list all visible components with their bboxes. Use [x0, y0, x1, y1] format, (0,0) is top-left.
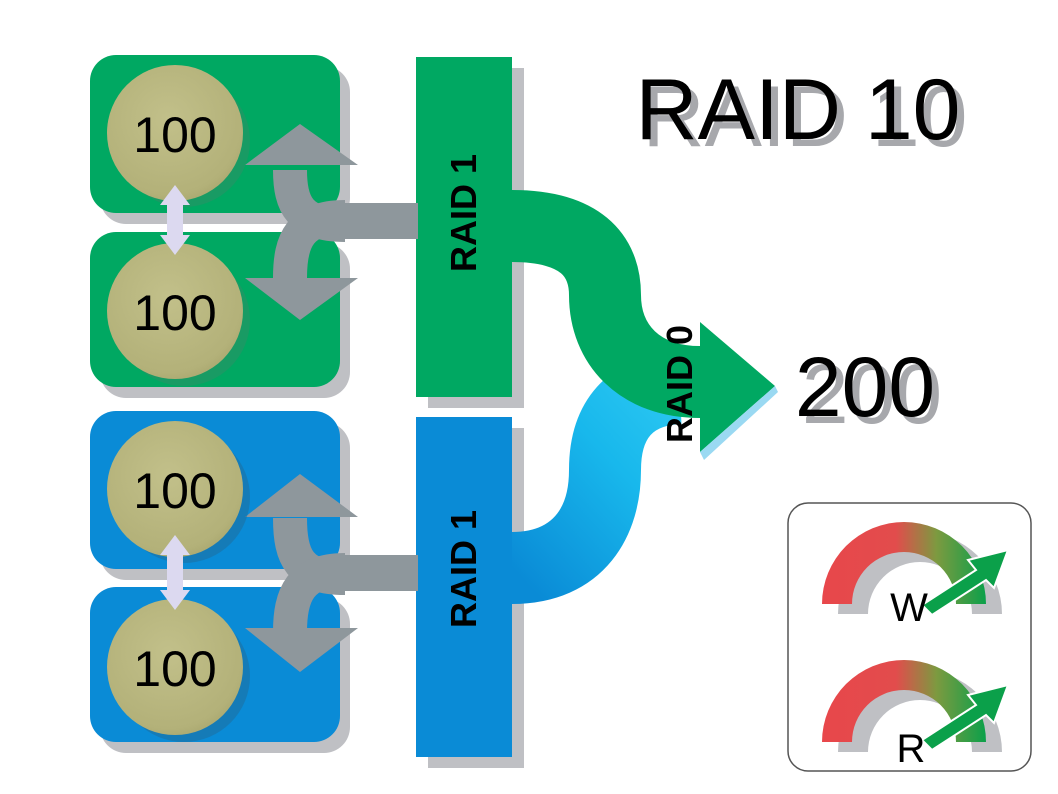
raid1-label-bottom: RAID 1 — [443, 510, 484, 628]
blue-flow — [510, 352, 684, 604]
disk-capacity-label: 100 — [133, 641, 216, 697]
write-gauge-arc — [822, 522, 986, 604]
raid1-label-top: RAID 1 — [443, 154, 484, 272]
result-capacity: 200 — [795, 340, 935, 434]
svg-text:200: 200 — [802, 347, 942, 441]
svg-text:RAID 10: RAID 10 — [642, 69, 967, 165]
disk: 100 — [107, 65, 250, 207]
disk-capacity-label: 100 — [133, 285, 216, 341]
green-flow — [510, 190, 702, 418]
read-gauge: R — [822, 660, 1010, 771]
mirror-arrow-top — [160, 185, 190, 255]
mirror-arrow-bottom — [160, 535, 190, 610]
fork-arrow-bottom — [245, 474, 418, 672]
disk-capacity-label: 100 — [133, 107, 216, 163]
trend-up-arrow-icon — [920, 548, 1010, 617]
disk-capacity-label: 100 — [133, 463, 216, 519]
read-gauge-arc — [822, 660, 986, 742]
fork-arrow-top — [245, 124, 418, 320]
write-label: W — [890, 586, 928, 630]
raid1-bar-top — [416, 57, 512, 397]
raid0-label: RAID 0 — [659, 325, 700, 443]
trend-up-arrow-icon — [920, 683, 1010, 752]
disk: 100 — [107, 243, 250, 386]
title: RAID 10 — [635, 62, 960, 158]
raid1-bar-bottom — [416, 417, 512, 757]
write-gauge: W — [822, 522, 1010, 630]
read-label: R — [897, 727, 926, 771]
raid0-arrowhead — [700, 322, 775, 452]
disk: 100 — [107, 599, 250, 742]
disk: 100 — [107, 421, 250, 563]
